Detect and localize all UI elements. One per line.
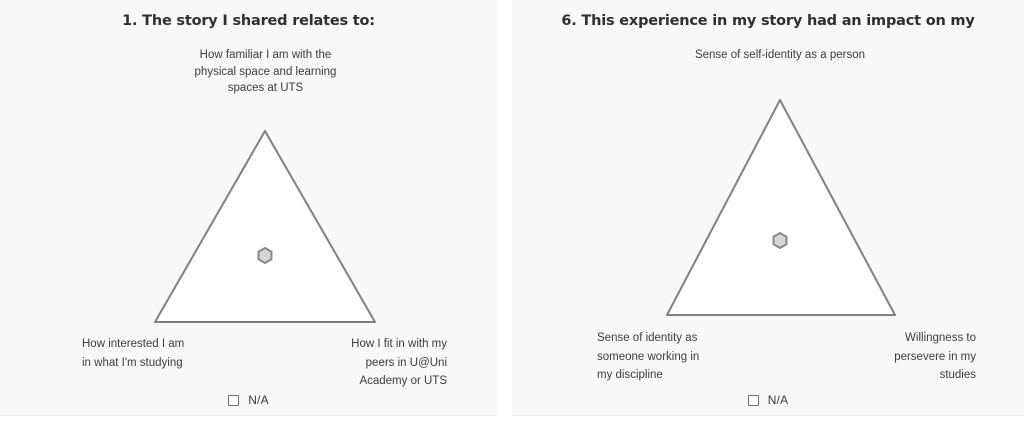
na-checkbox-question-1[interactable] [228,394,240,406]
apex-label-question-1: How familiar I am with the physical spac… [194,49,337,94]
na-checkbox-question-6[interactable] [747,394,759,406]
na-label-question-1: N/A [248,393,269,407]
apex-label-question-6: Sense of self-identity as a person [694,49,866,61]
triangle-stage-1 [0,40,497,340]
question-panel-1: 1. The story I shared relates to: How fa… [0,0,497,416]
bottom-left-label-question-6: Sense of identity as someone working in … [597,332,700,381]
question-panel-6: 6. This experience in my story had an im… [512,0,1024,416]
triangle-outline-6[interactable] [666,99,896,316]
triangle-scale-1[interactable] [0,40,497,340]
bottom-left-label-question-1: How interested I am in what I'm studying [82,338,185,369]
response-marker-hexagon-1[interactable] [257,247,273,264]
triangle-stage-6 [512,40,1024,340]
na-option-question-1[interactable]: N/A [0,393,497,407]
bottom-right-label-question-1: How I fit in with my peers in U@Uni Acad… [351,338,447,387]
response-marker-hexagon-6[interactable] [772,232,788,249]
triangle-scale-6[interactable] [512,40,1024,340]
na-option-question-6[interactable]: N/A [512,393,1024,407]
page-title-question-1: 1. The story I shared relates to: [122,13,375,29]
bottom-right-label-question-6: Willingness to persevere in my studies [894,332,976,381]
na-label-question-6: N/A [767,393,789,407]
page-title-question-6: 6. This experience in my story had an im… [561,13,975,29]
triangle-outline-1[interactable] [154,130,376,323]
